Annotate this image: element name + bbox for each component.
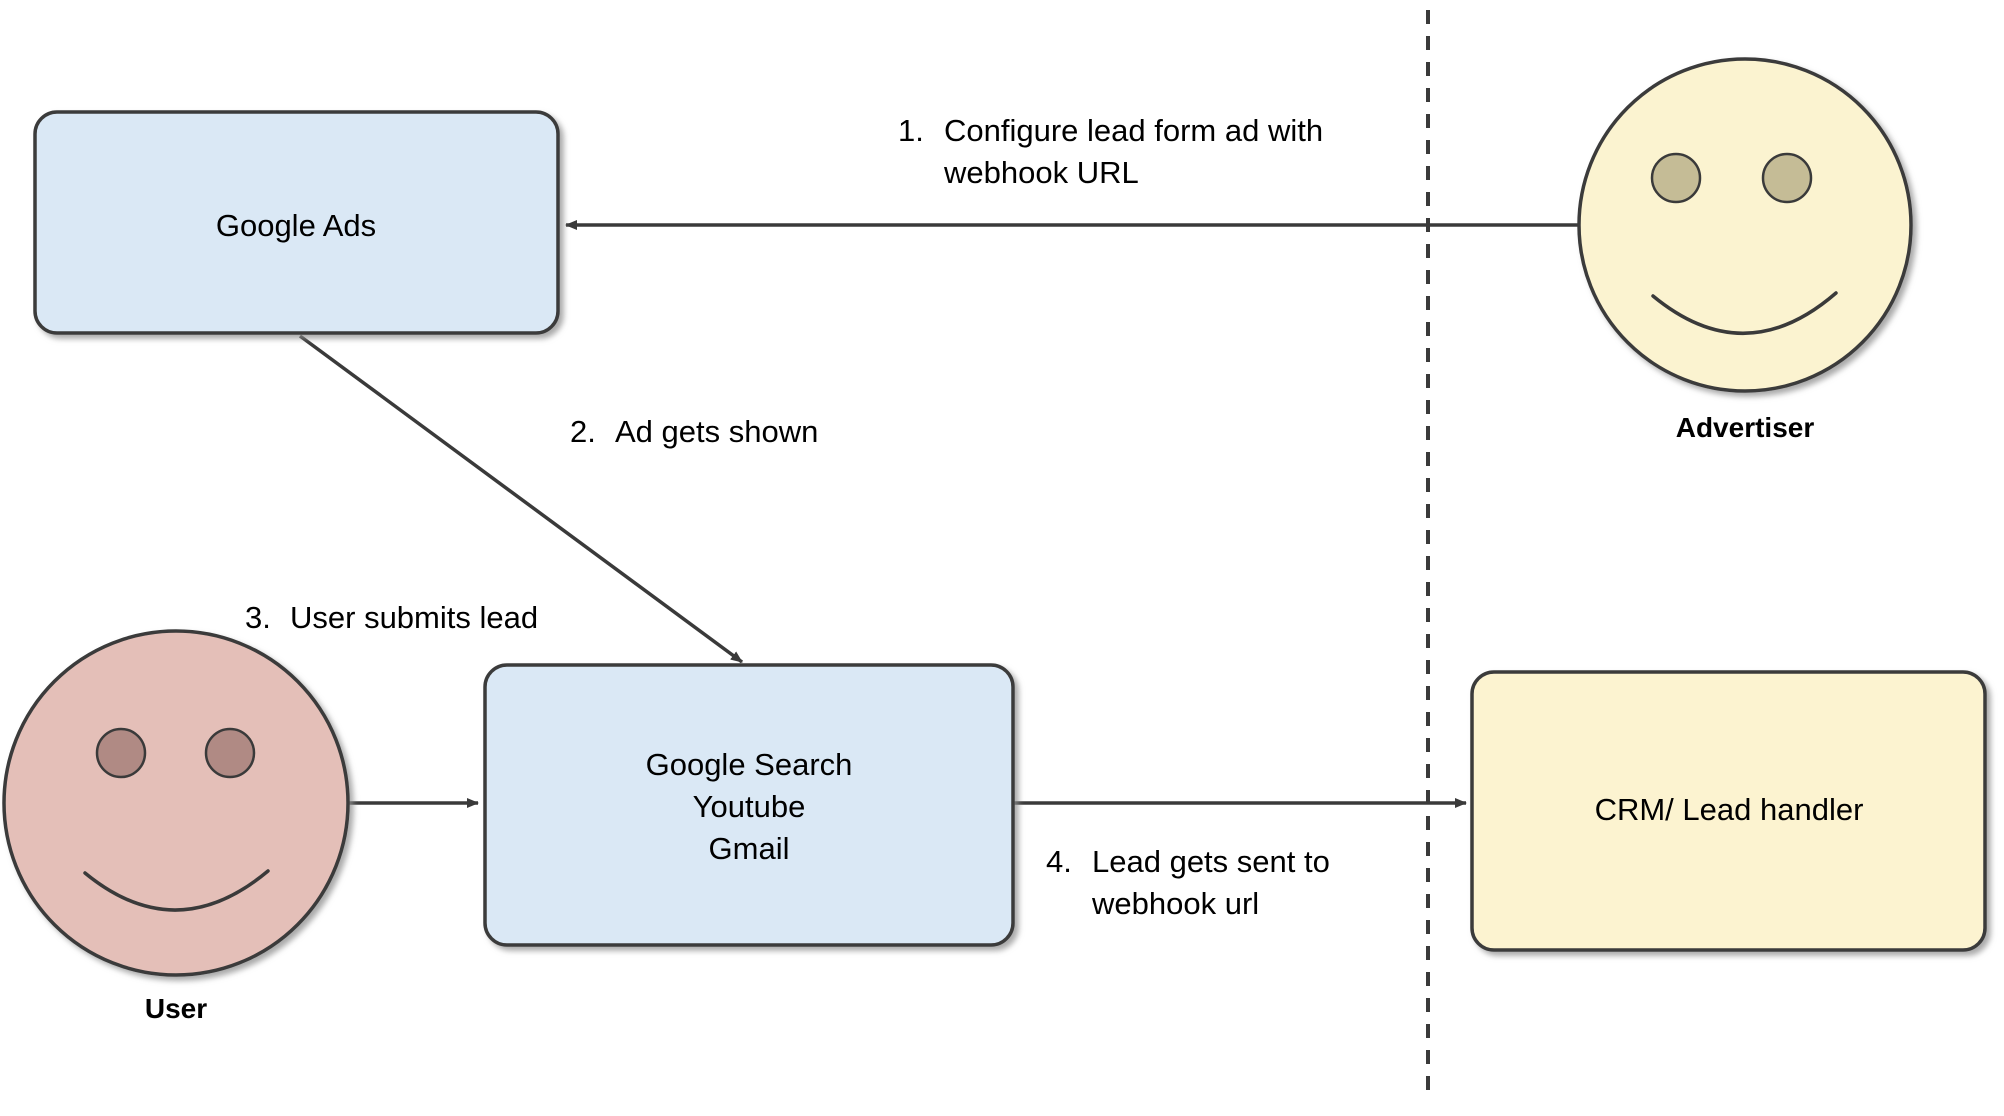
edge-label-step-3: 3. User submits lead [245, 600, 538, 635]
user-label: User [145, 993, 207, 1024]
edge-google-ads-to-surfaces [298, 334, 744, 664]
google-ads-box-shape [33, 110, 560, 335]
node-google-ads[interactable]: Google Ads [33, 110, 560, 335]
node-crm[interactable]: CRM/ Lead handler [1470, 670, 1987, 952]
edge-label-step-1: 1. Configure lead form ad with webhook U… [898, 113, 1323, 190]
user-smile-icon [83, 869, 270, 912]
advertiser-face-circle [1577, 57, 1913, 393]
google-surfaces-line-2: Youtube [693, 789, 806, 824]
step-4-number: 4. [1046, 844, 1072, 879]
node-google-surfaces[interactable]: Google Search Youtube Gmail [483, 663, 1015, 947]
google-surfaces-box-shape [483, 663, 1015, 947]
edge-label-step-2: 2. Ad gets shown [570, 414, 818, 449]
step-2-line-1: Ad gets shown [615, 414, 818, 449]
step-1-line-1: Configure lead form ad with [944, 113, 1323, 148]
node-user[interactable]: User [2, 629, 350, 1024]
google-surfaces-line-3: Gmail [709, 831, 790, 866]
step-2-number: 2. [570, 414, 596, 449]
crm-label: CRM/ Lead handler [1595, 792, 1864, 827]
node-advertiser[interactable]: Advertiser [1577, 57, 1913, 443]
crm-box-shape [1470, 670, 1987, 952]
step-4-line-1: Lead gets sent to [1092, 844, 1330, 879]
google-surfaces-line-1: Google Search [646, 747, 853, 782]
step-3-number: 3. [245, 600, 271, 635]
step-4-line-2: webhook url [1091, 886, 1259, 921]
user-face-circle [2, 629, 350, 977]
step-1-line-2: webhook URL [943, 155, 1139, 190]
user-left-eye-icon [95, 727, 147, 779]
advertiser-smile-icon [1651, 291, 1838, 335]
google-ads-label: Google Ads [216, 208, 376, 243]
advertiser-left-eye-icon [1650, 152, 1702, 204]
step-1-number: 1. [898, 113, 924, 148]
advertiser-label: Advertiser [1676, 412, 1815, 443]
edge-label-step-4: 4. Lead gets sent to webhook url [1046, 844, 1330, 921]
advertiser-right-eye-icon [1761, 152, 1813, 204]
step-3-line-1: User submits lead [290, 600, 538, 635]
user-right-eye-icon [204, 727, 256, 779]
